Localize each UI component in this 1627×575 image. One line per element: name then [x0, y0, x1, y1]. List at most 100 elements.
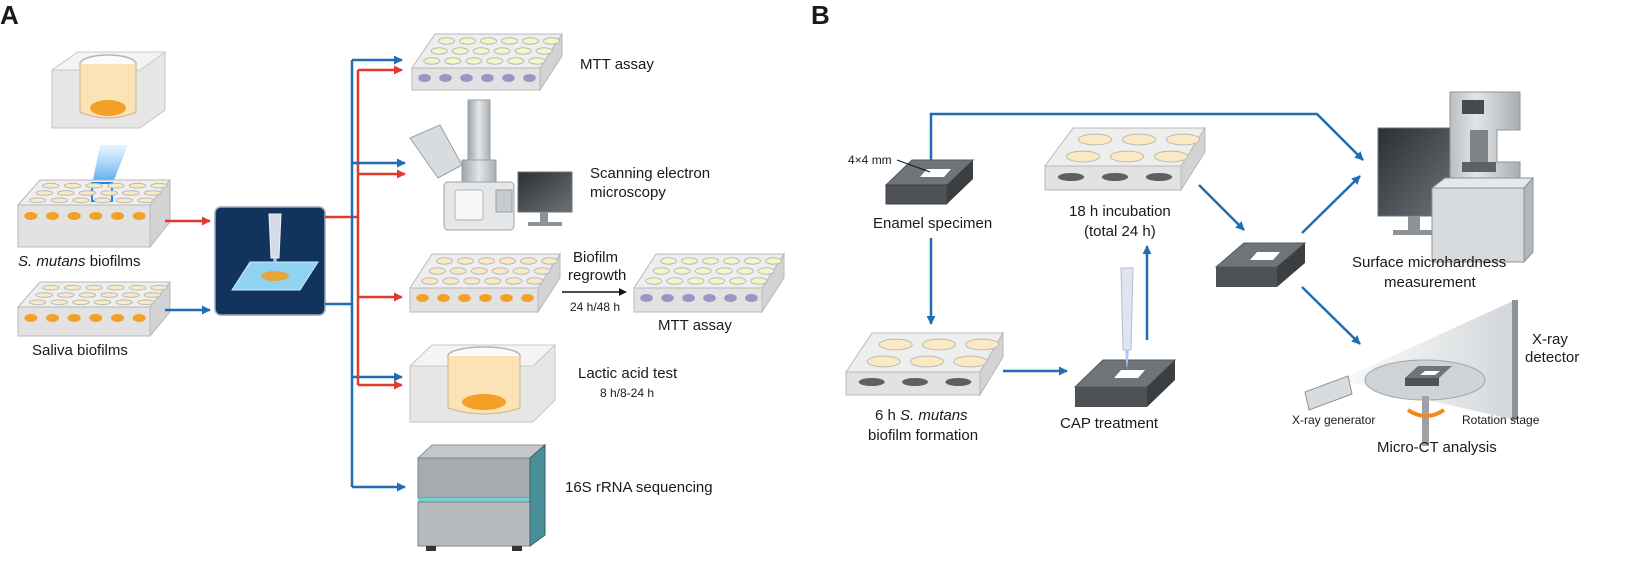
microct-setup	[1304, 300, 1518, 446]
regrowth-plate-well	[478, 257, 495, 265]
mtt-bottom-plate-well	[750, 277, 768, 285]
saliva-plate-well	[35, 292, 53, 298]
mtt-top-plate-well	[459, 37, 476, 45]
mtt-bottom-plate-well-front	[661, 294, 674, 302]
light-beam	[92, 145, 128, 185]
incubation-label-line2: (total 24 h)	[1084, 223, 1156, 240]
formation-plate-well	[878, 338, 913, 351]
arrow-incubation-to-block	[1198, 184, 1245, 231]
regrowth-plate-well	[428, 267, 446, 275]
mtt-top-plate-well	[430, 47, 448, 55]
incubation-plate-well	[1153, 150, 1189, 163]
microhardness-label-line2: measurement	[1384, 274, 1477, 291]
mtt-top-plate-well	[444, 57, 462, 65]
sequencing-label: 16S rRNA sequencing	[565, 479, 713, 496]
mtt-bottom-plate-well	[681, 257, 698, 265]
mtt-top-plate-well	[528, 57, 546, 65]
smutans-plate-well	[42, 182, 60, 189]
regrowth-label-line1: Biofilm	[573, 249, 618, 266]
incubation-label-line1: 18 h incubation	[1069, 203, 1171, 220]
regrowth-plate-well	[463, 277, 481, 285]
incubation-plate-well	[1121, 133, 1157, 146]
smutans-plate-well-front	[89, 212, 103, 220]
regrowth-plate-well	[449, 267, 467, 275]
saliva-plate-well	[100, 292, 118, 298]
incubation-plate-well-front	[1145, 173, 1173, 181]
incubation-plate-well	[1065, 150, 1101, 163]
saliva-plate-well	[150, 284, 168, 291]
lactic-acid-cube	[408, 344, 557, 423]
smutans-biofilms-label: S. mutans biofilms	[18, 253, 141, 270]
formation-plate-well	[866, 355, 901, 368]
mtt-bottom-plate-well	[694, 267, 712, 275]
saliva-plate-well	[143, 292, 162, 298]
mtt-top-plate-well	[465, 57, 483, 65]
cap-treatment-label: CAP treatment	[1060, 415, 1159, 432]
mtt-bottom-plate-well-front	[745, 294, 758, 302]
regrowth-plate-well	[436, 257, 453, 265]
mtt-bottom-plate-well	[729, 277, 747, 285]
regrowth-plate-well-front	[521, 294, 534, 302]
saliva-plate-well	[57, 292, 75, 298]
mtt-top-plate-well	[438, 37, 455, 45]
regrowth-plate-well-front	[458, 294, 471, 302]
arrow-block-to-microct	[1301, 286, 1361, 345]
regrowth-plate-well	[484, 277, 502, 285]
smutans-plate-well-front	[111, 212, 124, 220]
saliva-plate-well	[128, 284, 147, 291]
regrowth-plate-well	[541, 257, 558, 265]
xray-detector-label-line1: X-ray	[1532, 331, 1568, 348]
smutans-plate-well	[57, 190, 75, 196]
sem-label-line1: Scanning electron	[590, 165, 710, 182]
branch-connectors	[325, 60, 360, 487]
saliva-plate-well	[107, 284, 125, 291]
regrowth-plate-well	[491, 267, 509, 275]
mtt-top-plate-well	[486, 57, 504, 65]
saliva-plate-well-front	[132, 314, 146, 322]
smutans-plate-well	[93, 197, 112, 204]
well-plate-wells	[24, 37, 1201, 386]
mtt-top-plate-well-front	[460, 74, 473, 82]
saliva-plate-well-front	[111, 314, 124, 322]
mtt-top-plate-well-front	[523, 74, 536, 82]
lactic-time-label: 8 h/8-24 h	[600, 386, 654, 400]
mtt-top-plate-well	[480, 37, 497, 45]
mtt-top-plate-well	[535, 47, 553, 55]
regrowth-plate-well	[512, 267, 530, 275]
smutans-plate-well	[115, 197, 133, 204]
smutans-plate-well	[78, 190, 97, 196]
smutans-plate-well-front	[24, 212, 38, 220]
rotation-stage-label: Rotation stage	[1462, 413, 1540, 427]
formation-plate-well	[953, 355, 988, 368]
mtt-top-plate-well	[522, 37, 539, 45]
saliva-plate-well	[50, 299, 68, 306]
regrowth-plate-well	[499, 257, 516, 265]
mtt-top-plate-well	[451, 47, 469, 55]
mtt-top-plate-well-front	[481, 74, 494, 82]
mtt-bottom-plate-well	[723, 257, 740, 265]
saliva-plate-well	[122, 292, 140, 298]
smutans-plate-well-front	[67, 212, 81, 220]
mtt-top-plate-well	[501, 37, 518, 45]
mtt-bottom-plate-well-front	[703, 294, 716, 302]
incubation-plate-well-front	[1057, 173, 1085, 181]
smutans-plate-well-front	[46, 212, 59, 220]
saliva-plate-well	[85, 284, 103, 291]
mtt-assay-top-label: MTT assay	[580, 56, 654, 73]
xray-detector-label-line2: detector	[1525, 349, 1579, 366]
mtt-bottom-plate-well	[687, 277, 705, 285]
smutans-plate-well	[35, 190, 53, 196]
specimen-size-label: 4×4 mm	[848, 153, 892, 167]
saliva-plate-well-front	[67, 314, 81, 322]
formation-plate-well-front	[902, 378, 928, 386]
sem-label-line2: microscopy	[590, 184, 666, 201]
saliva-plate-well	[63, 284, 82, 291]
regrowth-plate-well	[442, 277, 460, 285]
mtt-bottom-plate-well	[765, 257, 782, 265]
smutans-plate-well	[137, 197, 155, 204]
formation-plate-well	[922, 338, 956, 351]
specimen-size-leader	[896, 159, 931, 173]
sequencer-instrument	[416, 443, 547, 551]
regrowth-plate-well	[457, 257, 474, 265]
